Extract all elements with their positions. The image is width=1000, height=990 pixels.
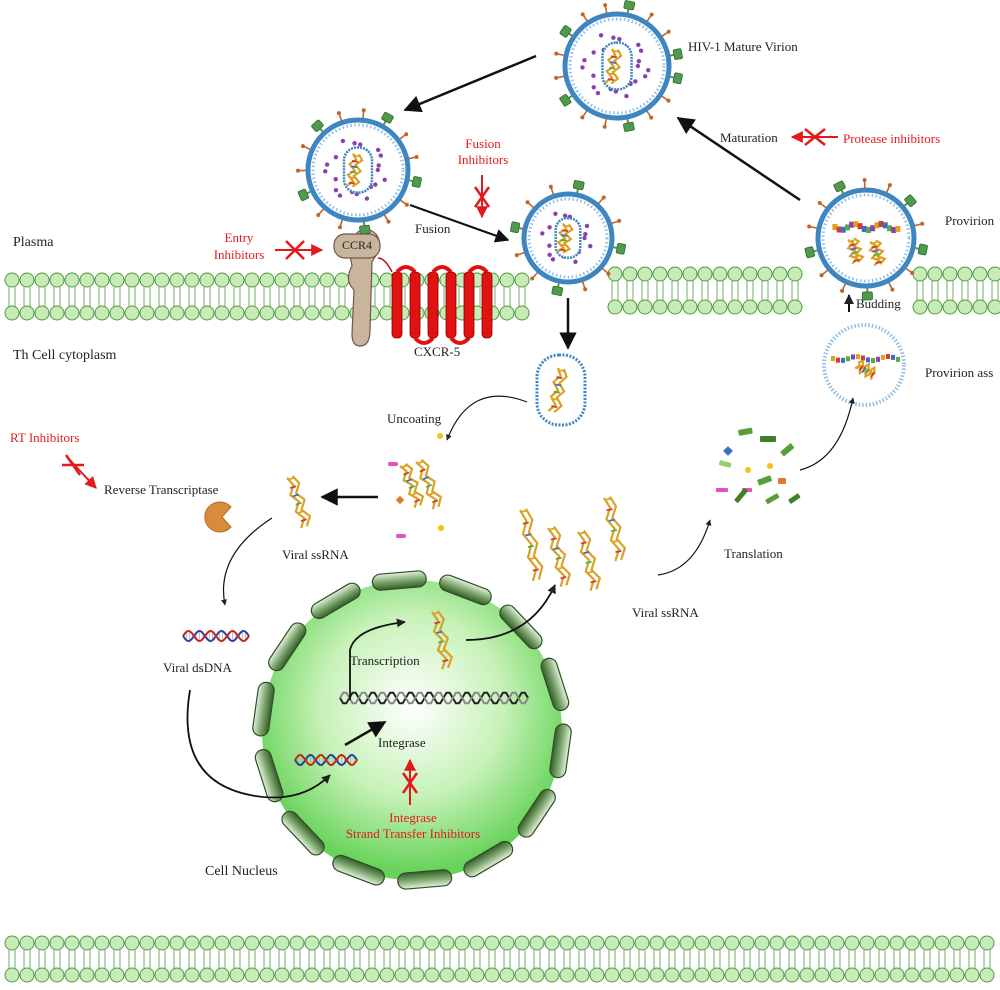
provirion-budding [804,178,928,301]
inhibitor-symbols [62,128,838,805]
plasma-label: Plasma [13,235,54,250]
process-arrows [186,54,855,799]
provirion-assembly-label: Provirion ass [925,365,994,380]
protease-inhibitors-label: Protease inhibitors [843,131,941,146]
rt-inhibitor-symbol [62,454,97,489]
budding-label: Budding [856,296,901,311]
bottom-membrane [4,935,995,983]
viral-dsdna-label: Viral dsDNA [163,660,232,675]
nuclear-pores [252,570,572,890]
ccr4-receptor [333,228,381,347]
provirion-assembly-vesicle [822,323,906,407]
entry-inhibitors-label-line2: Inhibitors [213,247,265,262]
maturation-label: Maturation [720,130,778,145]
protease-inhibitor-symbol [790,128,838,146]
cytoplasm-label: Th Cell cytoplasm [13,348,117,363]
virion-fusing [510,180,626,296]
plasma-membrane-right [607,266,1000,315]
host-genome-helix [339,691,529,705]
mature-virion-label: HIV-1 Mature Virion [688,39,798,54]
cxcr5-receptor [377,257,493,345]
transcription-label: Transcription [350,653,420,668]
released-viral-rna [388,433,444,538]
fusion-label: Fusion [415,221,451,236]
rt-inhibitors-label: RT Inhibitors [10,430,80,445]
cxcr5-label: CXCR-5 [414,344,461,359]
entry-inhibitors-label-line1: Entry [224,230,254,245]
fusion-inhibitor-symbol [473,175,491,219]
cell-nucleus [252,570,572,890]
fusion-inhibitors-label-line2: Inhibitors [457,152,509,167]
viral-ssrna-strand [286,475,312,529]
viral-dsdna-helix [182,629,250,643]
cell-nucleus-label: Cell Nucleus [205,864,278,879]
integrase-inhibitor-symbol [401,758,419,805]
viral-ssrna-right-label: Viral ssRNA [632,605,699,620]
reverse-transcriptase-label: Reverse Transcriptase [104,482,219,497]
mature-virion [554,0,683,132]
nuclear-dsdna-helix [294,753,358,767]
fusion-inhibitors-label-line1: Fusion [465,136,501,151]
reverse-transcriptase-enzyme [204,501,232,533]
integrase-label: Integrase [378,735,426,750]
integrase-inhibitors-label-line1: Integrase [389,810,437,825]
translated-proteins [716,427,801,504]
virion-attaching [296,108,422,235]
transcribed-rna [431,610,454,670]
viral-ssrna-left-label: Viral ssRNA [282,547,349,562]
uncoating-label: Uncoating [387,411,442,426]
uncoating-capsid [535,353,587,427]
ccr4-label: CCR4 [341,238,372,252]
translation-label: Translation [724,546,783,561]
provirion-label: Provirion [945,213,995,228]
entry-inhibitor-symbol [275,240,324,260]
integrase-inhibitors-label-line2: Strand Transfer Inhibitors [345,826,481,841]
viral-ssrna-cluster [519,496,627,592]
